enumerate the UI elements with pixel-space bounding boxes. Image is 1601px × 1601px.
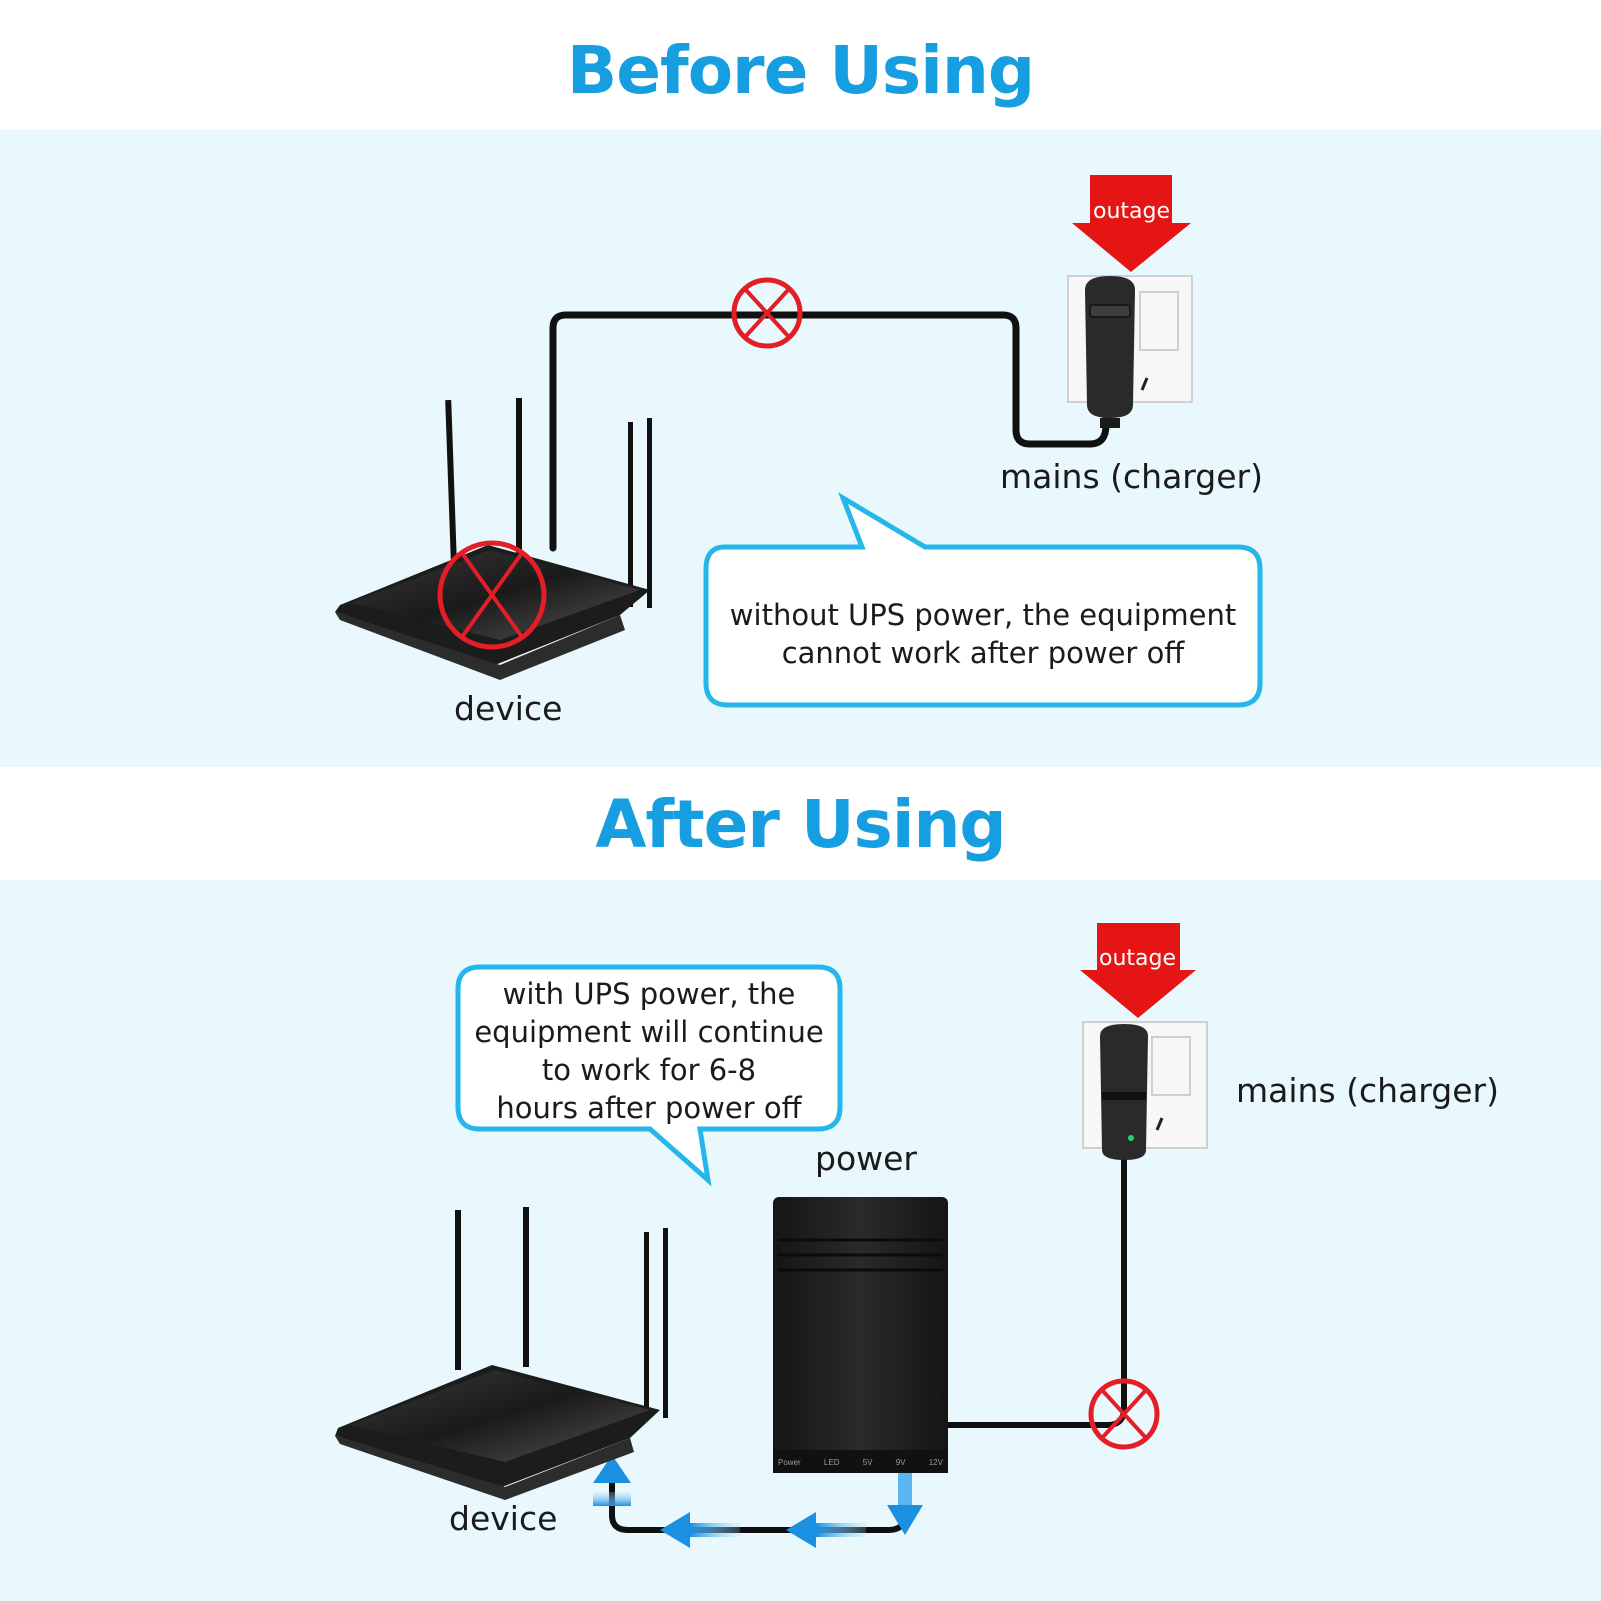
before-cable-cross-icon xyxy=(731,277,803,349)
before-outage-label: outage xyxy=(1093,199,1171,224)
before-cable xyxy=(549,311,1110,552)
before-device-label: device xyxy=(454,689,563,728)
after-mains-cable xyxy=(948,1155,1127,1428)
before-router-cross-icon xyxy=(437,540,547,650)
before-outage-arrow-icon xyxy=(1072,175,1191,272)
after-charger-icon xyxy=(1100,1024,1148,1160)
before-charger-icon xyxy=(1085,276,1135,428)
after-power-label: power xyxy=(815,1139,917,1178)
after-device-label: device xyxy=(449,1499,558,1538)
after-router-icon xyxy=(335,1207,668,1500)
ups-port-label-power: Power xyxy=(778,1458,801,1467)
ups-power-bank-icon xyxy=(773,1197,948,1473)
ups-port-label-5v: 5V xyxy=(862,1458,873,1467)
ups-port-label-led: LED xyxy=(823,1458,840,1467)
after-bubble-line-1: with UPS power, the xyxy=(502,977,796,1011)
after-mains-label: mains (charger) xyxy=(1236,1071,1499,1110)
ups-port-label-12v: 12V xyxy=(928,1458,943,1467)
before-bubble-text: without UPS power, the equipment cannot … xyxy=(716,596,1250,672)
after-device-cable xyxy=(609,1468,908,1533)
before-title: Before Using xyxy=(566,32,1035,109)
after-cable-cross-icon xyxy=(1088,1378,1160,1450)
before-speech-bubble xyxy=(703,492,1263,708)
ups-port-label-9v: 9V xyxy=(895,1458,906,1467)
after-title: After Using xyxy=(595,786,1006,863)
before-bubble-line-1: without UPS power, the equipment xyxy=(729,598,1237,632)
after-bubble-line-4: hours after power off xyxy=(496,1091,802,1125)
after-outage-arrow-icon xyxy=(1080,923,1196,1018)
after-bubble-line-2: equipment will continue xyxy=(474,1015,824,1049)
after-bubble-text: with UPS power, the equipment will conti… xyxy=(458,975,840,1127)
before-mains-label: mains (charger) xyxy=(1000,457,1263,496)
after-outage-label: outage xyxy=(1099,946,1177,971)
after-bubble-line-3: to work for 6-8 xyxy=(541,1053,757,1087)
after-speech-bubble xyxy=(455,964,843,1187)
before-router-icon xyxy=(335,398,652,680)
ups-port-labels: Power LED 5V 9V 12V xyxy=(778,1458,943,1467)
flow-arrow-icon xyxy=(593,1455,923,1548)
before-bubble-line-2: cannot work after power off xyxy=(781,636,1185,670)
